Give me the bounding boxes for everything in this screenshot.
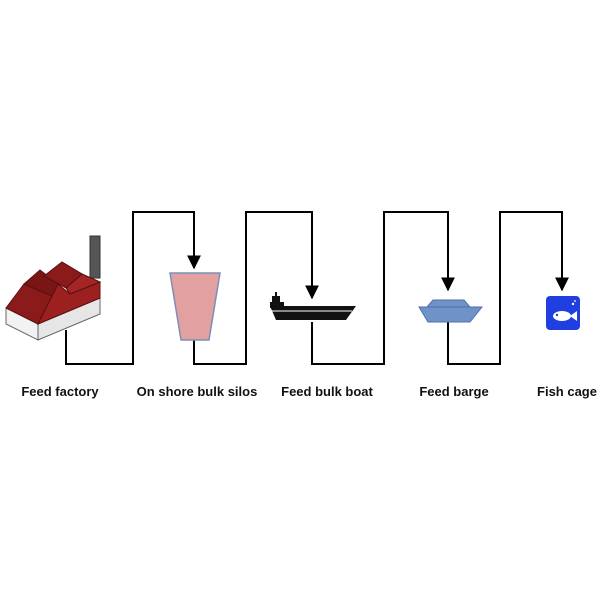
bulk-boat-icon xyxy=(270,292,356,320)
stage-label-feed-factory: Feed factory xyxy=(21,384,99,399)
stage-label-feed-barge: Feed barge xyxy=(419,384,489,399)
silo-icon xyxy=(169,272,221,341)
fish-cage-icon xyxy=(546,296,580,330)
factory-icon xyxy=(5,235,102,341)
stage-label-on-shore-bulk-silos: On shore bulk silos xyxy=(136,384,258,399)
stage-label-fish-cage: Fish cage xyxy=(537,384,597,399)
flow-line xyxy=(65,211,201,365)
flow-line xyxy=(447,211,569,365)
barge-icon xyxy=(418,299,484,323)
flow-line xyxy=(311,211,455,365)
stage-label-feed-bulk-boat: Feed bulk boat xyxy=(281,384,373,399)
flow-line xyxy=(193,211,319,365)
